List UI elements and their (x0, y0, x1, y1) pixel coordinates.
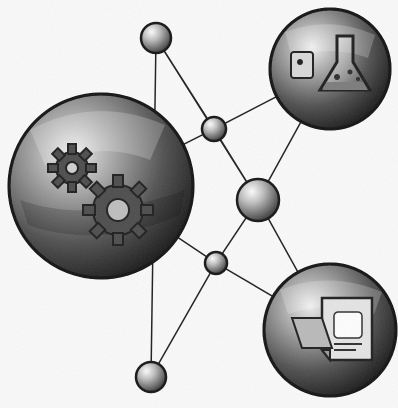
network-diagram (0, 0, 398, 408)
paper-texture (0, 0, 398, 408)
network-diagram-svg (0, 0, 398, 408)
